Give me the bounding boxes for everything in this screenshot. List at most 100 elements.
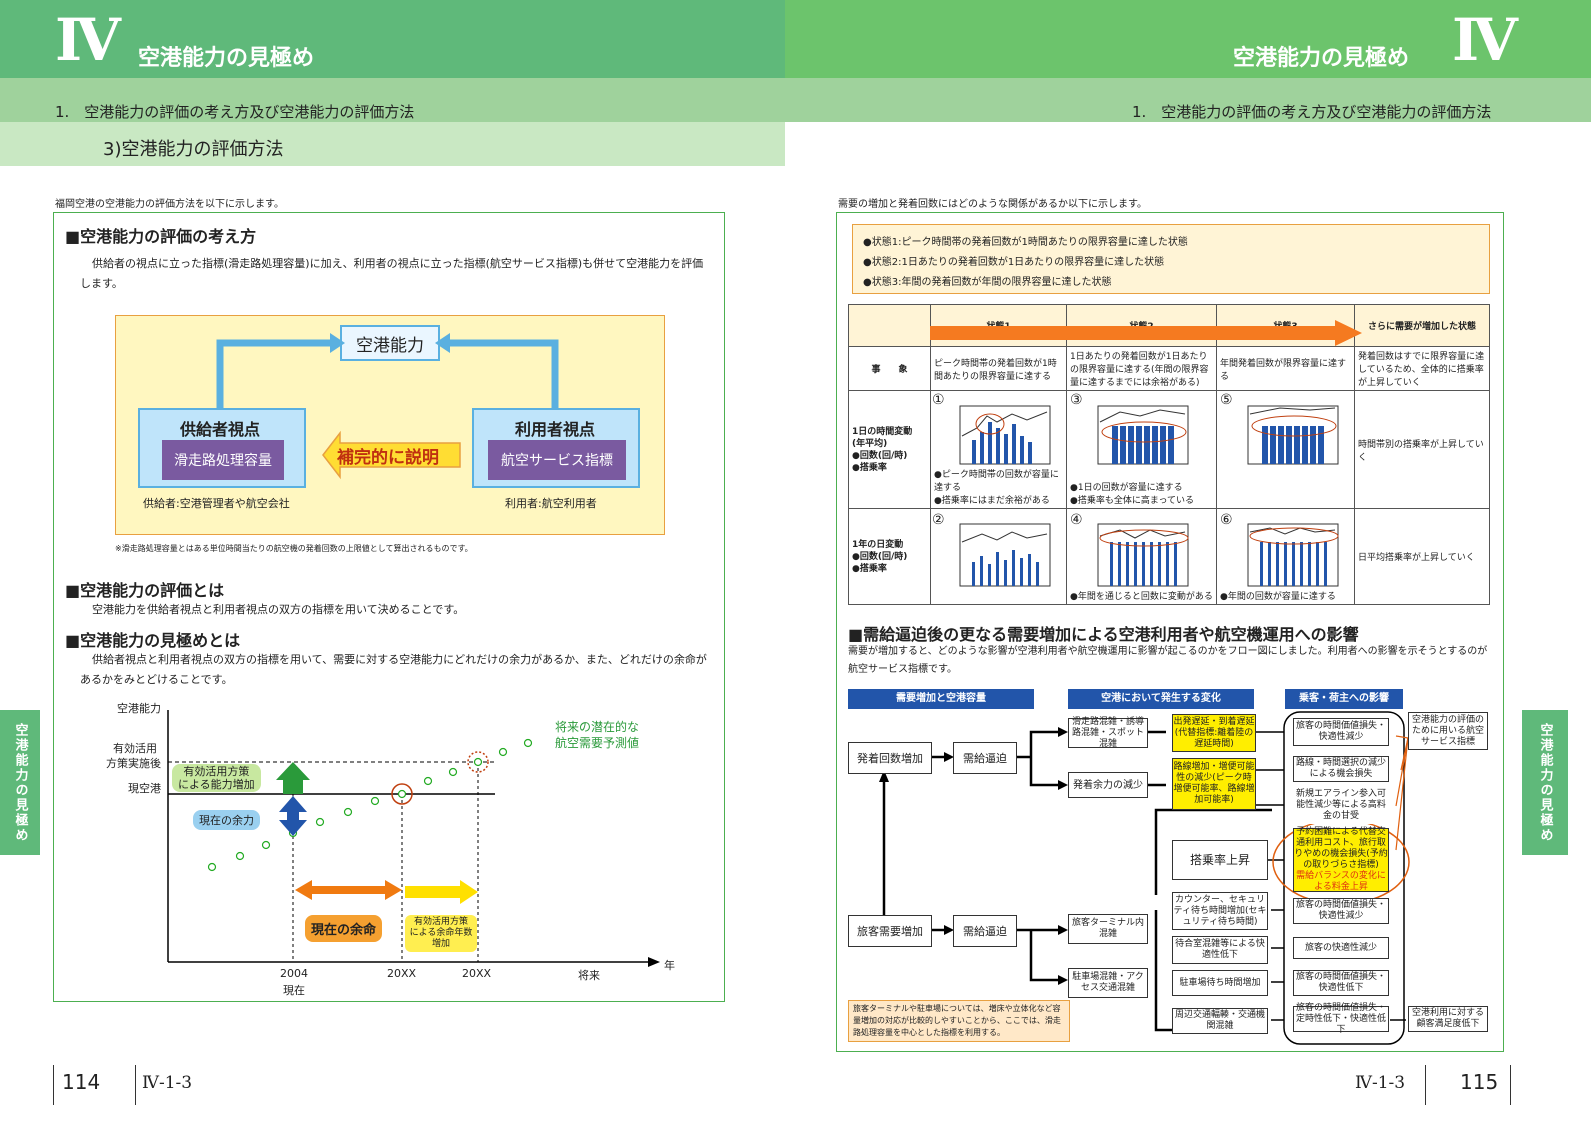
mini-chart-5 bbox=[1247, 405, 1339, 465]
right-footer-rule bbox=[1425, 1065, 1426, 1105]
outcome-satisfaction: 空港利用に対する顧客満足度低下 bbox=[1408, 1006, 1488, 1032]
flow-waiting-room: 待合室混雑等による快適性低下 bbox=[1172, 936, 1268, 964]
right-side-tab: 空港能力の見極め bbox=[1522, 710, 1568, 855]
states-box: ●状態1:ピーク時間帯の発着回数が1時間あたりの限界容量に達した状態 ●状態2:… bbox=[852, 224, 1490, 294]
result-5: 旅客の時間価値損失・快適性減少 bbox=[1293, 898, 1389, 924]
label-life-inc-1: 有効活用方策 bbox=[413, 917, 468, 927]
daily-last: 時間帯別の搭乗率が上昇していく bbox=[1354, 390, 1490, 509]
daily-note-3: ●1日の回数が容量に達する bbox=[1070, 483, 1183, 493]
annual-label-2: ●回数(回/時) bbox=[852, 551, 908, 562]
right-section-title: 1. 空港能力の評価の考え方及び空港能力の評価方法 bbox=[1132, 103, 1492, 121]
right-page-code: Ⅳ-1-3 bbox=[1355, 1073, 1406, 1093]
chart-legend-1: 将来の潜在的な bbox=[555, 720, 640, 734]
num-5: ⑤ bbox=[1220, 392, 1233, 408]
result-4b-text: 需給バランスの変化による料金上昇 bbox=[1296, 871, 1386, 892]
supplier-metric-label: 滑走路処理容量 bbox=[174, 453, 272, 469]
mini-chart-6 bbox=[1247, 523, 1339, 587]
flow-header-1: 需要増加と空港容量 bbox=[848, 689, 1034, 709]
event-2: 1日あたりの発着回数が1日あたりの限界容量に達する(年間の限界容量に達するまでに… bbox=[1066, 346, 1217, 391]
result-8: 旅客の時間価値損失・定時性低下・快適性低下 bbox=[1293, 1003, 1389, 1035]
label-life-inc-2: による余命年数 bbox=[409, 928, 473, 938]
right-intro: 需要の増加と発着回数にはどのような関係があるか以下に示します。 bbox=[838, 199, 1147, 210]
diagram-arrows bbox=[216, 333, 559, 480]
row-event-label: 事 象 bbox=[848, 346, 931, 391]
left-page-code: Ⅳ-1-3 bbox=[142, 1073, 193, 1093]
right-section-band bbox=[785, 78, 1591, 122]
flow-counter-wait: カウンター、セキュリティ待ち時間増加(セキュリティ待ち時間) bbox=[1172, 892, 1268, 930]
label-current-margin: 現在の余力 bbox=[193, 810, 260, 830]
flow-header-2: 空港において発生する変化 bbox=[1068, 689, 1254, 709]
user-note: 利用者:航空利用者 bbox=[505, 497, 597, 510]
diagram-top-label: 空港能力 bbox=[356, 335, 424, 356]
result-4-text: 予約困難による代替交通利用コスト、旅行取りやめの機会損失(予約の取りづらさ指標) bbox=[1294, 827, 1388, 870]
daily-note-2: ●搭乗率にはまだ余裕がある bbox=[934, 496, 1050, 506]
label-life-inc-3: 増加 bbox=[431, 939, 450, 949]
daily-note-1: ●ピーク時間帯の回数が容量に達する bbox=[934, 470, 1059, 493]
heading-mikiwame: ■空港能力の見極めとは bbox=[65, 631, 241, 650]
chart-ylabel: 空港能力 bbox=[117, 702, 161, 715]
supplier-metric: 滑走路処理容量 bbox=[162, 440, 284, 480]
paragraph-mikiwame: 供給者視点と利用者視点の双方の指標を用いて、需要に対する空港能力にどれだけの余力… bbox=[80, 653, 707, 686]
annual-label-1: 1年の日変動 bbox=[852, 539, 904, 550]
result-4: 予約困難による代替交通利用コスト、旅行取りやめの機会損失(予約の取りづらさ指標)… bbox=[1293, 827, 1389, 892]
num-1: ① bbox=[932, 392, 945, 408]
num-2: ② bbox=[932, 512, 945, 528]
heading-eval: ■空港能力の評価とは bbox=[65, 581, 225, 600]
flow-slack-decrease: 発着余力の減少 bbox=[1068, 772, 1148, 798]
user-metric-label: 航空サービス指標 bbox=[501, 453, 613, 469]
event-3: 年間発着回数が限界容量に達する bbox=[1216, 346, 1355, 391]
flow-header-3: 乗客・荷主への影響 bbox=[1285, 689, 1403, 709]
daily-label-1: 1日の時間変動 bbox=[852, 426, 913, 437]
chart-y-upper-2: 方策実施後 bbox=[106, 757, 161, 770]
result-6: 旅客の快適性減少 bbox=[1293, 937, 1389, 959]
flow-connectors bbox=[879, 711, 1410, 1045]
flow-tight-2: 需給逼迫 bbox=[953, 915, 1017, 947]
x-tick-future: 将来 bbox=[578, 969, 600, 982]
right-page-number: 115 bbox=[1460, 1070, 1499, 1094]
flow-traffic: 周辺交通輻輳・交通機関混雑 bbox=[1172, 1008, 1268, 1034]
state-3: ●状態3:年間の発着回数が年間の限界容量に達した状態 bbox=[863, 277, 1112, 288]
flow-pax-increase: 旅客需要増加 bbox=[848, 915, 932, 947]
state-table: 状態1 状態2 状態3 さらに需要が増加した状態 事 象 ピーク時間帯の発着回数… bbox=[848, 304, 1490, 605]
daily-label-2: (年平均) bbox=[852, 438, 888, 449]
num-3: ③ bbox=[1070, 392, 1083, 408]
left-chapter-title: 空港能力の見極め bbox=[138, 46, 315, 71]
left-page-number: 114 bbox=[62, 1070, 101, 1094]
paragraph-impact: 需要が増加すると、どのような影響が空港利用者や航空機運用に影響が起こるのかをフロ… bbox=[848, 646, 1488, 675]
mini-chart-3 bbox=[1097, 405, 1189, 465]
daily-note-4: ●搭乗率も全体に高まっている bbox=[1070, 496, 1195, 506]
paragraph-concept: 供給者の視点に立った指標(滑走路処理容量)に加え、利用者の視点に立った指標(航空… bbox=[80, 257, 704, 290]
arrow-complement-label: 補完的に説明 bbox=[337, 448, 439, 468]
chart-legend-2: 航空需要予測値 bbox=[555, 736, 640, 750]
x-tick-now: 現在 bbox=[283, 984, 305, 997]
label-current-life: 現在の余命 bbox=[305, 915, 383, 942]
supplier-title: 供給者視点 bbox=[180, 420, 261, 439]
label-life-increase: 有効活用方策による余命年数増加 bbox=[405, 915, 477, 952]
right-chapter-title: 空港能力の見極め bbox=[1233, 46, 1410, 71]
result-2: 路線・時間選択の減少による機会損失 bbox=[1293, 756, 1389, 782]
state-1: ●状態1:ピーク時間帯の発着回数が1時間あたりの限界容量に達した状態 bbox=[863, 237, 1188, 248]
flow-terminal-congestion: 旅客ターミナル内混雑 bbox=[1068, 914, 1148, 944]
chart-y-upper-1: 有効活用 bbox=[113, 742, 157, 755]
capacity-chart bbox=[167, 710, 660, 967]
flow-parking-wait: 駐車場待ち時間増加 bbox=[1172, 970, 1268, 996]
left-chapter-roman: Ⅳ bbox=[55, 6, 121, 74]
num-6: ⑥ bbox=[1220, 512, 1233, 528]
paragraph-eval: 空港能力を供給者視点と利用者視点の双方の指標を用いて決めることです。 bbox=[92, 603, 465, 616]
result-1: 旅客の時間価値損失・快適性減少 bbox=[1293, 718, 1389, 746]
chart-y-current: 現空港 bbox=[128, 782, 161, 795]
daily-label-3: ●回数(回/時) bbox=[852, 450, 908, 461]
flow-arrivals-increase: 発着回数増加 bbox=[848, 742, 932, 774]
left-subsection-title: 3)空港能力の評価方法 bbox=[103, 139, 284, 160]
num-4: ④ bbox=[1070, 512, 1083, 528]
left-section-band bbox=[0, 78, 785, 122]
daily-label-4: ●搭乗率 bbox=[852, 462, 887, 473]
x-tick-2004: 2004 bbox=[280, 967, 308, 980]
left-section-title: 1. 空港能力の評価の考え方及び空港能力の評価方法 bbox=[55, 103, 415, 121]
right-chapter-roman: Ⅳ bbox=[1452, 6, 1518, 74]
footnote-runway: ※滑走路処理容量とはある単位時間当たりの航空機の発着回数の上限値として算出される… bbox=[115, 544, 473, 553]
flow-delay: 出発遅延・到着遅延(代替指標:離着陸の遅延時間) bbox=[1172, 714, 1256, 752]
mini-chart-4 bbox=[1097, 523, 1189, 587]
annual-label-3: ●搭乗率 bbox=[852, 563, 887, 574]
label-increase-line1: 有効活用方策 bbox=[183, 765, 250, 778]
